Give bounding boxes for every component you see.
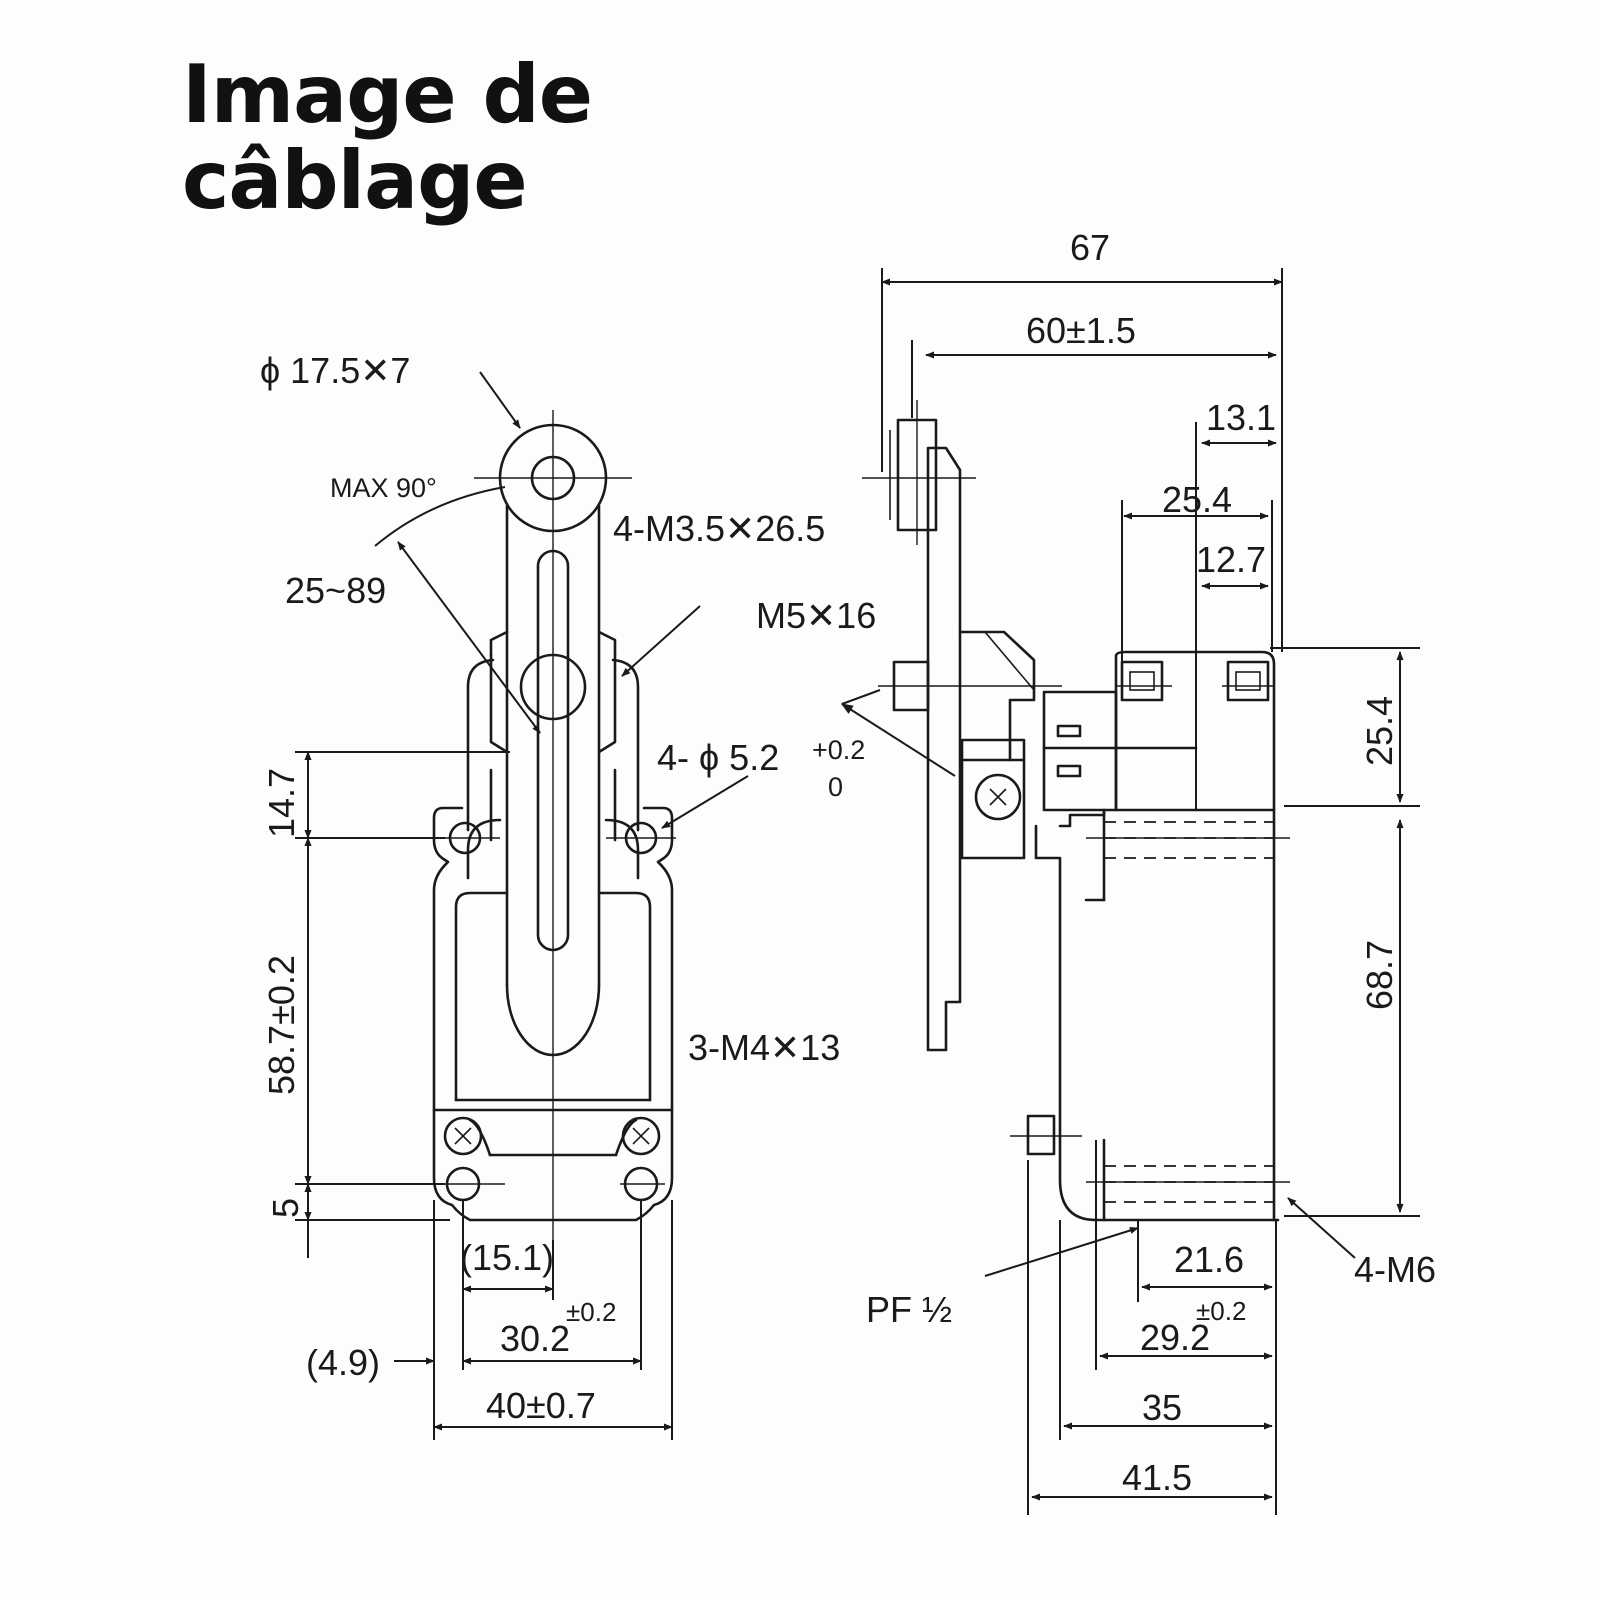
dim-29-2-label: 29.2 xyxy=(1140,1317,1210,1358)
dim-35-label: 35 xyxy=(1142,1387,1182,1428)
m6-thread-label: 4-M6 xyxy=(1354,1249,1436,1290)
dim-40-label: 40±0.7 xyxy=(486,1385,596,1426)
dim-41-5-label: 41.5 xyxy=(1122,1457,1192,1498)
m5-screw xyxy=(878,630,1062,762)
tol-plus-label: +0.2 xyxy=(812,735,865,765)
dim-25-4-top-label: 25.4 xyxy=(1162,479,1232,520)
front-view: ϕ 17.5✕7 MAX 90° 25~89 4-M3.5✕26.5 4- ϕ … xyxy=(260,350,840,1440)
side-right-dimensions xyxy=(1270,647,1420,1217)
front-bottom-dimensions xyxy=(394,1200,673,1440)
head-block xyxy=(1042,650,1276,812)
tol-30-2-label: ±0.2 xyxy=(566,1297,616,1327)
side-leaders xyxy=(840,689,1356,1277)
dim-15-1-label: (15.1) xyxy=(460,1237,554,1278)
dim-25-4-side-label: 25.4 xyxy=(1359,696,1400,766)
side-view: 67 60±1.5 13.1 25.4 12.7 M5✕16 +0.2 0 25… xyxy=(756,227,1436,1515)
title-line-2: câblage xyxy=(182,134,528,227)
title-line-1: Image de xyxy=(182,48,593,141)
tol-29-2-label: ±0.2 xyxy=(1196,1296,1246,1326)
dim-13-1-label: 13.1 xyxy=(1206,397,1276,438)
clamp xyxy=(960,738,1026,860)
front-leaders xyxy=(374,371,749,829)
mounting-holes-label: 4- ϕ 5.2 xyxy=(657,737,779,778)
dim-58-7-label: 58.7±0.2 xyxy=(261,955,302,1095)
dim-21-6-label: 21.6 xyxy=(1174,1239,1244,1280)
dim-14-7-label: 14.7 xyxy=(261,768,302,838)
front-left-dimensions xyxy=(295,751,510,1258)
side-top-dimensions xyxy=(881,268,1283,810)
page-title: Image de câblage xyxy=(182,48,593,227)
dim-60-label: 60±1.5 xyxy=(1026,310,1136,351)
dim-30-2-label: 30.2 xyxy=(500,1318,570,1359)
dim-68-7-label: 68.7 xyxy=(1359,940,1400,1010)
lever-plate xyxy=(862,400,976,1052)
dim-67-label: 67 xyxy=(1070,227,1110,268)
dim-5-label: 5 xyxy=(265,1198,306,1218)
arm-screw-label: 4-M3.5✕26.5 xyxy=(613,508,825,549)
roller-dimension-label: ϕ 17.5✕7 xyxy=(260,350,410,391)
terminal-screw-label: 3-M4✕13 xyxy=(688,1027,840,1068)
side-body xyxy=(1010,808,1290,1222)
max-angle-label: MAX 90° xyxy=(330,473,437,503)
arm-range-label: 25~89 xyxy=(285,570,386,611)
dim-12-7-label: 12.7 xyxy=(1196,539,1266,580)
dim-4-9-label: (4.9) xyxy=(306,1342,380,1383)
tol-zero-label: 0 xyxy=(828,772,843,802)
conduit-label: PF ½ xyxy=(866,1289,952,1330)
m5-screw-label: M5✕16 xyxy=(756,595,876,636)
